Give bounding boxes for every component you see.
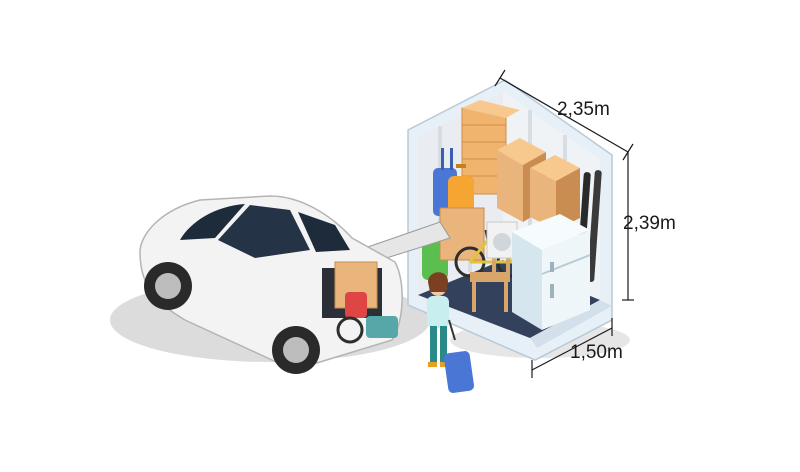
depth-label: 1,50m [570, 342, 623, 363]
width-label: 2,35m [557, 99, 610, 120]
dimension-lines [494, 69, 634, 378]
person-with-suitcase [427, 272, 475, 393]
car-windshield [180, 204, 245, 240]
unit-frame-front-edge [530, 300, 612, 348]
rolling-suitcase [443, 351, 475, 393]
car-cargo [322, 261, 398, 344]
car-side-window [218, 205, 310, 258]
wooden-chair [470, 248, 510, 312]
car [139, 195, 451, 374]
fridge [512, 214, 591, 330]
car-rear-wheel [272, 326, 320, 374]
height-label: 2,39m [623, 213, 676, 234]
car-rear-window [298, 212, 350, 252]
width-dimension-line [499, 77, 629, 153]
car-front-wheel [144, 262, 192, 310]
depth-dimension-line [531, 327, 613, 371]
